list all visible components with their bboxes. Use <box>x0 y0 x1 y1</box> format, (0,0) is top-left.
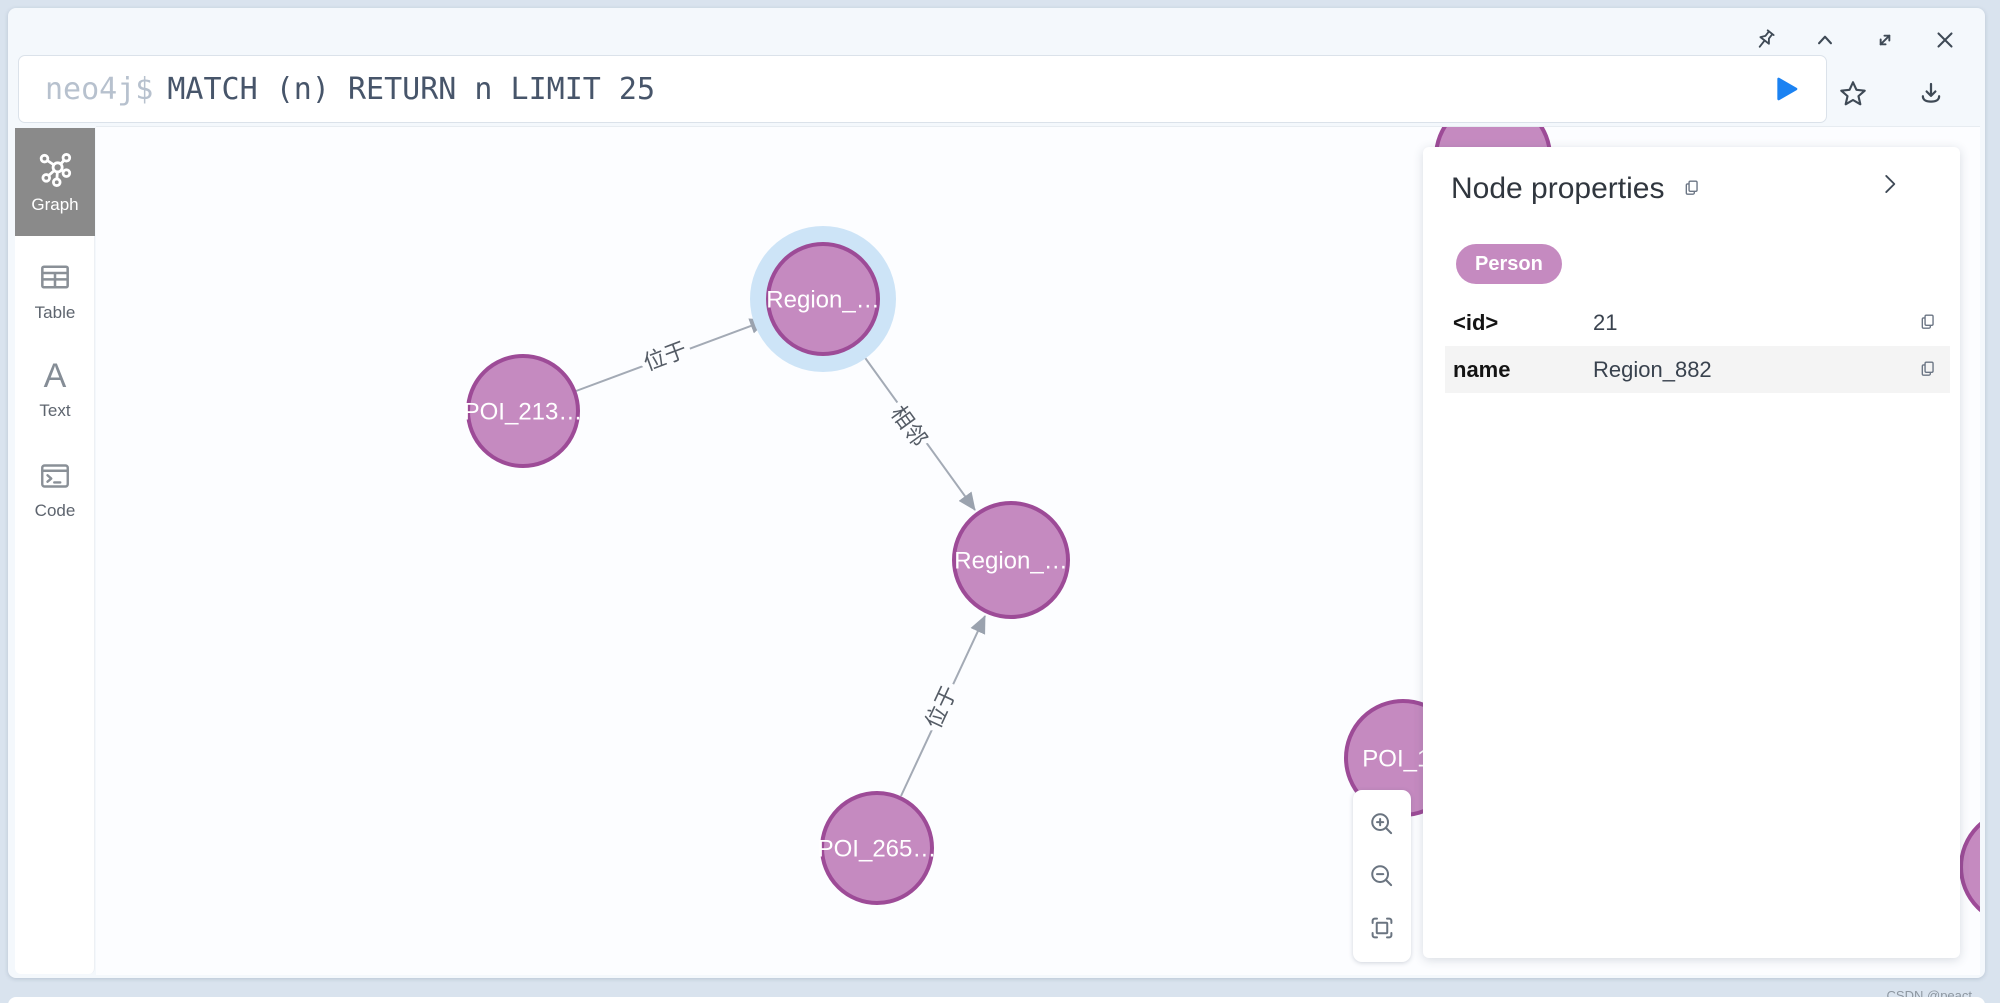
graph-node-region-selected[interactable]: Region_… <box>750 226 896 372</box>
node-caption: POI_213… <box>464 398 583 425</box>
graph-node-poi-213[interactable]: POI_213… <box>464 354 583 468</box>
tab-table-label: Table <box>34 303 76 322</box>
collapse-icon[interactable] <box>1807 22 1843 58</box>
tab-table[interactable]: Table <box>15 258 95 322</box>
zoom-controls <box>1353 790 1411 962</box>
tab-code-label: Code <box>34 501 76 520</box>
expand-icon[interactable] <box>1867 22 1903 58</box>
panel-collapse-chevron-icon[interactable] <box>1876 168 1908 200</box>
property-key: name <box>1453 356 1511 382</box>
property-key: <id> <box>1453 309 1499 335</box>
tab-text-label: Text <box>39 401 71 420</box>
graph-node-poi-265[interactable]: POI_265… <box>818 791 937 905</box>
property-row: <id> 21 <box>1445 299 1950 346</box>
edge-label: 位于 <box>921 682 962 732</box>
edge-label: 位于 <box>640 337 690 376</box>
frame-controls <box>1747 22 1963 58</box>
property-table: <id> 21 name Region_882 <box>1445 299 1950 393</box>
result-frame: neo4j$ MATCH (n) RETURN n LIMIT 25 Graph… <box>8 8 1985 1003</box>
query-text[interactable]: MATCH (n) RETURN n LIMIT 25 <box>167 71 656 107</box>
view-sidebar: Graph Table A Text Code <box>15 128 95 974</box>
query-editor[interactable]: neo4j$ MATCH (n) RETURN n LIMIT 25 <box>18 55 1827 123</box>
copy-property-icon[interactable] <box>1914 309 1942 337</box>
text-view-icon: A <box>43 357 67 395</box>
favorite-star-icon[interactable] <box>1835 76 1871 112</box>
query-bar-side-controls <box>1835 76 1949 112</box>
tab-graph-label: Graph <box>31 195 79 214</box>
copy-property-icon[interactable] <box>1914 356 1942 384</box>
pin-icon[interactable] <box>1747 22 1783 58</box>
zoom-out-button[interactable] <box>1362 856 1402 896</box>
zoom-in-button[interactable] <box>1362 804 1402 844</box>
tab-code[interactable]: Code <box>15 458 95 522</box>
copy-all-properties-icon[interactable] <box>1678 175 1706 203</box>
tab-text[interactable]: A Text <box>15 358 95 424</box>
property-row: name Region_882 <box>1445 346 1950 393</box>
code-view-icon <box>37 458 73 494</box>
node-caption: POI_265… <box>818 835 937 862</box>
graph-edge[interactable] <box>857 347 976 511</box>
graph-edge[interactable] <box>900 615 986 797</box>
graph-node-right-clipped[interactable] <box>1959 810 1980 924</box>
download-icon[interactable] <box>1913 76 1949 112</box>
graph-view-icon <box>34 149 76 191</box>
edge-label: 相邻 <box>886 401 932 451</box>
next-frame-edge <box>8 997 1985 1003</box>
zoom-to-fit-icon[interactable] <box>1362 908 1402 948</box>
table-view-icon <box>36 258 74 296</box>
close-icon[interactable] <box>1927 22 1963 58</box>
run-query-button[interactable] <box>1766 69 1806 109</box>
node-caption: Region_… <box>954 547 1067 574</box>
node-properties-panel: Node properties Person <id> 21 name Region_… <box>1423 147 1960 958</box>
tab-graph[interactable]: Graph <box>15 128 95 236</box>
graph-node-region-2[interactable]: Region_… <box>952 501 1070 619</box>
query-prompt: neo4j$ <box>45 71 154 107</box>
node-label-badge[interactable]: Person <box>1456 244 1562 284</box>
panel-title: Node properties <box>1451 172 1665 205</box>
property-value: Region_882 <box>1593 356 1712 382</box>
node-caption: Region_… <box>766 286 879 313</box>
property-value: 21 <box>1593 309 1618 335</box>
graph-edge[interactable] <box>575 318 768 392</box>
